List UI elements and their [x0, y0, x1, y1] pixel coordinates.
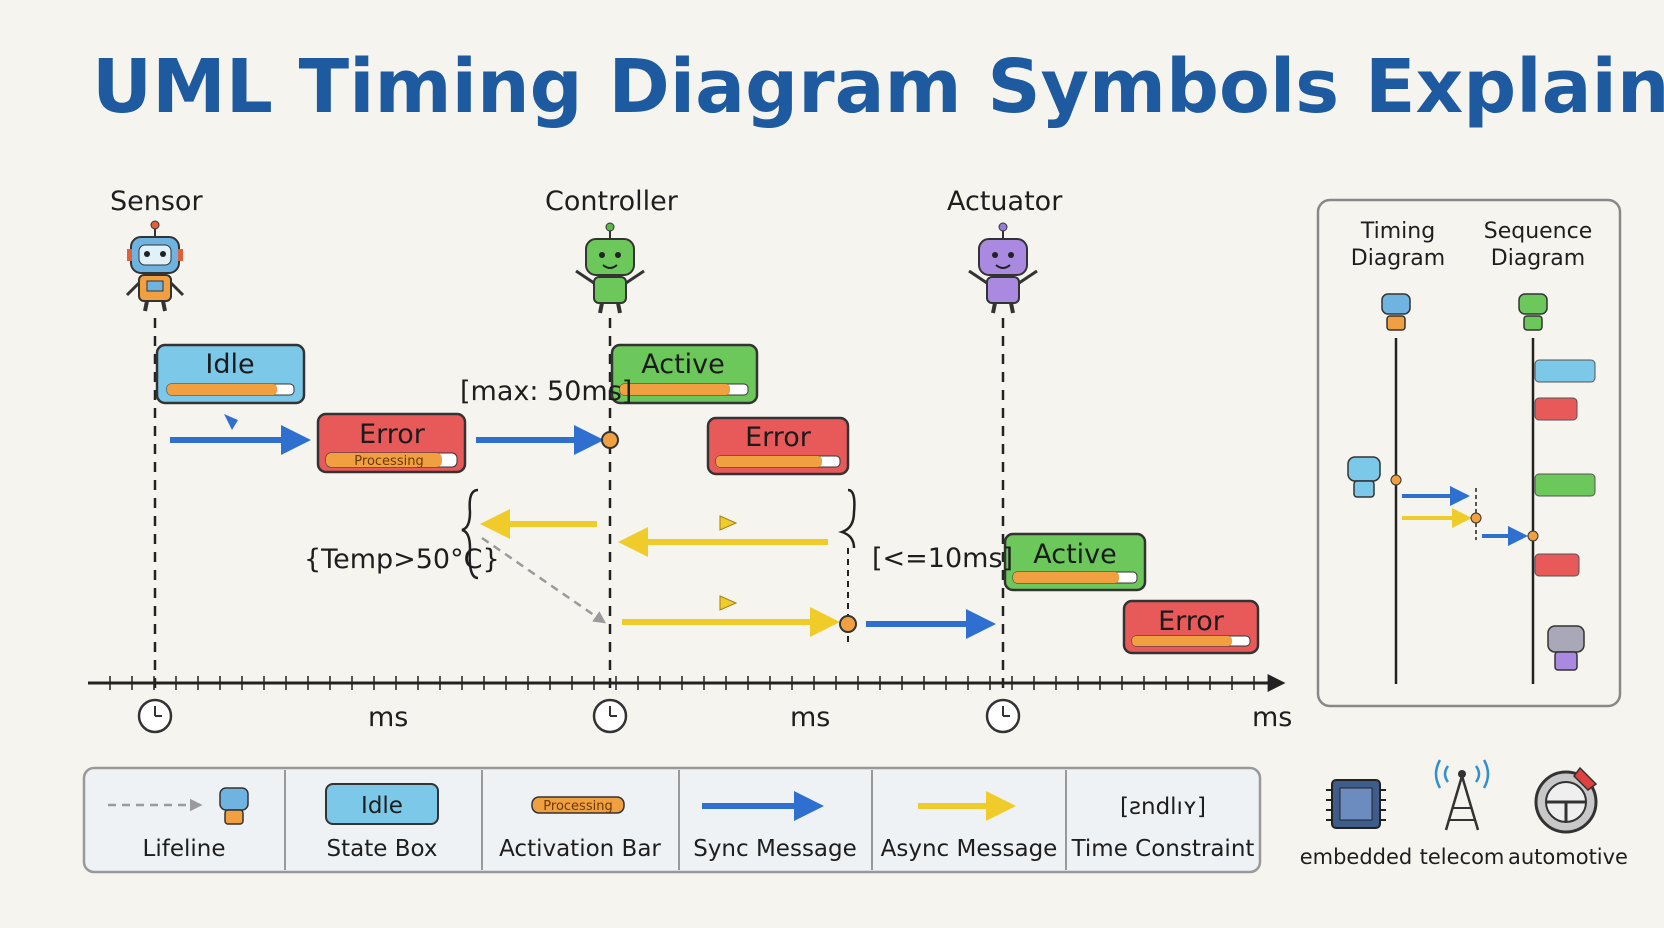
axis-unit-label: ms [368, 702, 408, 733]
event-point [839, 615, 857, 633]
mini-robot-icon [1381, 293, 1411, 331]
state-label: Error [745, 422, 812, 453]
state-label: Error [359, 419, 426, 450]
sensor-robot-icon [125, 220, 185, 312]
event-point [601, 431, 619, 449]
domain-telecom-label: telecom [1420, 845, 1505, 869]
lifeline-label-sensor: Sensor [110, 186, 203, 217]
comparison-sequence-label-2: Diagram [1491, 246, 1585, 271]
legend-time-constraint-sample: [ƨndlıʏ] [1120, 794, 1206, 820]
message-marker-icon [224, 414, 238, 430]
domain-automotive-label: automotive [1508, 845, 1628, 869]
controller-robot-icon [575, 222, 645, 314]
state-label: Active [641, 349, 725, 380]
chip-icon [1326, 779, 1386, 829]
mini-state-idle [1534, 359, 1596, 383]
legend-activation-bar [531, 796, 625, 814]
legend-state-box [325, 783, 439, 825]
event-point [1470, 512, 1482, 524]
legend-async-label: Async Message [881, 836, 1058, 862]
legend-state-box-label: State Box [327, 836, 438, 862]
mini-robot-icon [1518, 293, 1548, 331]
comparison-sequence-label: Sequence [1484, 219, 1593, 244]
lifeline-label-controller: Controller [545, 186, 679, 217]
page-title: UML Timing Diagram Symbols Explained [92, 44, 1664, 130]
state-box-controller-error: Error [706, 416, 850, 476]
mini-robot-icon [1347, 456, 1381, 498]
legend-time-constraint-label: Time Constraint [1071, 836, 1255, 862]
axis-unit-label: ms [790, 702, 830, 733]
legend-activation-sample: Processing [543, 799, 612, 814]
state-label: Active [1033, 539, 1117, 570]
clock-icon [985, 698, 1021, 734]
legend-state-box-sample: Idle [361, 793, 403, 819]
message-marker-icon [719, 595, 738, 611]
domain-embedded-label: embedded [1300, 845, 1413, 869]
state-label: Error [1158, 606, 1225, 637]
constraint-temp: {Temp>50°C} [304, 544, 500, 575]
constraint-brace [461, 488, 479, 580]
state-box-controller-active: Active [610, 343, 759, 405]
state-box-actuator-active: Active [1003, 532, 1147, 592]
state-box-sensor-error: Error Processing [316, 412, 467, 474]
state-label: Idle [205, 349, 254, 380]
lifeline-dashed-arrow [481, 536, 607, 624]
mini-robot-icon [1547, 625, 1585, 671]
event-point [1390, 474, 1402, 486]
comparison-timing-label: Timing [1360, 219, 1435, 244]
constraint-brace [838, 488, 856, 549]
steering-wheel-icon [1534, 766, 1598, 834]
comparison-panel [1316, 198, 1622, 708]
comparison-timing-label-2: Diagram [1351, 246, 1445, 271]
legend-robot-icon [219, 787, 249, 825]
constraint-max: [max: 50ms] [460, 376, 632, 407]
mini-state-active [1534, 473, 1596, 497]
legend-activation-bar-label: Activation Bar [499, 836, 661, 862]
message-marker-icon [719, 515, 738, 531]
clock-icon [592, 698, 628, 734]
mini-state-error [1534, 397, 1578, 421]
constraint-le10: [<=10ms] [872, 543, 1013, 574]
legend-sync-label: Sync Message [693, 836, 857, 862]
axis-unit-label: ms [1252, 702, 1292, 733]
state-box-sensor-idle: Idle [155, 343, 306, 405]
actuator-robot-icon [968, 222, 1038, 314]
state-box-actuator-error: Error [1122, 599, 1260, 655]
mini-state-error [1534, 553, 1580, 577]
lifeline-label-actuator: Actuator [947, 186, 1063, 217]
event-point [1527, 530, 1539, 542]
axis-ticks [109, 676, 1255, 690]
antenna-tower-icon [1434, 759, 1490, 831]
clock-icon [137, 698, 173, 734]
activation-bar-label: Processing [354, 454, 423, 469]
legend-lifeline-label: Lifeline [143, 836, 226, 862]
